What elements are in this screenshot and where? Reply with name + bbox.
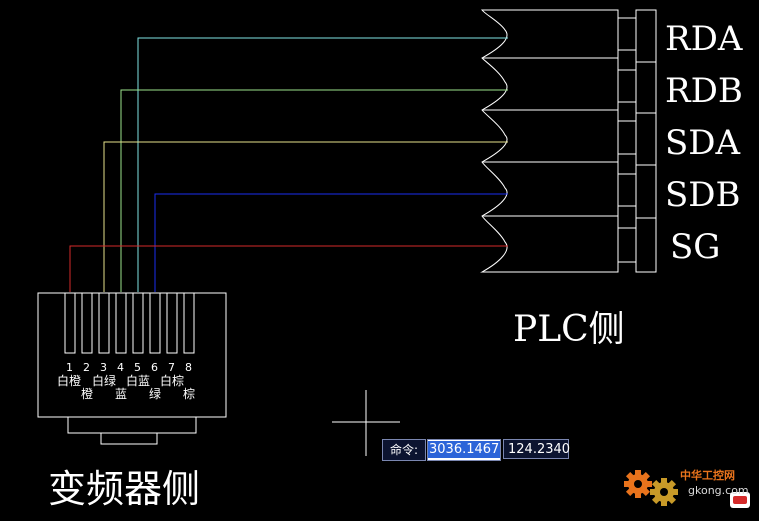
crosshair-cursor-icon <box>332 390 400 456</box>
wire-yellow <box>103 141 508 292</box>
pin-number-4: 4 <box>117 361 124 374</box>
rj45-connector-body <box>37 292 227 418</box>
signal-label-sda: SDA <box>665 123 741 163</box>
coordinate-y-input[interactable]: 124.2340 <box>503 439 570 459</box>
pin-number-2: 2 <box>83 361 90 374</box>
coordinate-x-input[interactable]: 3036.1467 <box>427 439 501 461</box>
wire-label-blue: 蓝 <box>115 387 128 401</box>
watermark-site-name: 中华工控网 <box>680 469 735 482</box>
wire-label-green: 绿 <box>149 387 162 401</box>
signal-label-sg: SG <box>670 227 721 267</box>
rj45-pins <box>64 292 195 354</box>
pin-number-3: 3 <box>100 361 107 374</box>
pin-number-8: 8 <box>185 361 192 374</box>
command-prompt-label: 命令: <box>382 439 426 461</box>
wire-label-white-orange: 白橙 <box>57 374 82 388</box>
plc-side-title: PLC侧 <box>513 309 625 350</box>
pin-number-7: 7 <box>168 361 175 374</box>
rj45-latch-tab <box>100 432 158 445</box>
wire-label-white-blue: 白蓝 <box>126 374 151 388</box>
coordinate-x-value: 3036.1467 <box>428 441 501 458</box>
wire-cyan <box>137 37 508 292</box>
signal-label-rdb: RDB <box>665 71 743 111</box>
gear-logo-icon <box>624 470 750 508</box>
wire-green <box>120 89 508 292</box>
watermark-url: gkong.com <box>688 484 749 497</box>
plc-connector-outline <box>480 9 619 273</box>
wire-label-orange: 橙 <box>81 387 94 401</box>
wire-red <box>69 245 508 292</box>
rj45-latch <box>67 416 197 434</box>
pin-number-5: 5 <box>134 361 141 374</box>
wire-label-white-brown: 白棕 <box>160 374 185 388</box>
wire-label-brown: 棕 <box>183 387 196 401</box>
signal-label-rda: RDA <box>665 19 743 59</box>
wire-blue <box>154 193 508 292</box>
signal-label-sdb: SDB <box>665 175 741 215</box>
plc-terminal-block <box>635 9 657 273</box>
wire-label-white-green: 白绿 <box>92 374 117 388</box>
pin-number-6: 6 <box>151 361 158 374</box>
inverter-side-title: 变频器侧 <box>48 467 201 511</box>
pin-number-1: 1 <box>66 361 73 374</box>
